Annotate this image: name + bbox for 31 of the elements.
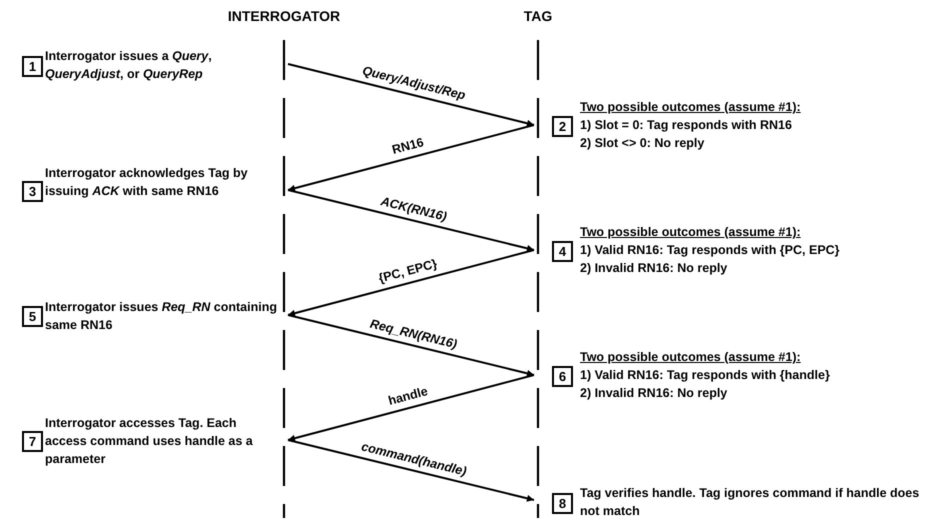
step-number: 4 xyxy=(552,241,573,262)
step-number: 1 xyxy=(22,56,43,77)
message-arrow xyxy=(288,124,534,192)
step-description: Interrogator issues Req_RN containing same RN16 xyxy=(45,299,277,334)
step-description: 1) Valid RN16: Tag responds with {handle} xyxy=(580,367,830,384)
step-description: 2) Invalid RN16: No reply xyxy=(580,385,728,402)
step-number: 6 xyxy=(552,366,573,387)
step-description: Interrogator accesses Tag. Each access command uses handle as a parameter xyxy=(45,415,254,468)
outcomes-heading: Two possible outcomes (assume #1): xyxy=(580,224,801,241)
message-arrow xyxy=(288,314,534,377)
step-description: 2) Slot <> 0: No reply xyxy=(580,135,704,152)
step-description: 1) Valid RN16: Tag responds with {PC, EPC} xyxy=(580,242,840,259)
step-number: 8 xyxy=(552,493,573,514)
step-number: 3 xyxy=(22,181,43,202)
step-number: 5 xyxy=(22,306,43,327)
step-description: Tag verifies handle. Tag ignores command if handle does not match xyxy=(580,485,920,520)
message-arrow xyxy=(288,249,534,317)
message-arrow xyxy=(288,189,534,252)
step-description: 2) Invalid RN16: No reply xyxy=(580,260,728,277)
step-number: 2 xyxy=(552,116,573,137)
step-description: 1) Slot = 0: Tag responds with RN16 xyxy=(580,117,792,134)
lifeline-header: TAG xyxy=(524,8,552,24)
lifeline-header: INTERROGATOR xyxy=(228,8,340,24)
message-arrow xyxy=(288,63,534,127)
outcomes-heading: Two possible outcomes (assume #1): xyxy=(580,99,801,116)
step-description: Interrogator issues a Query, QueryAdjust, or QueryRep xyxy=(45,48,213,83)
message-arrow xyxy=(288,439,534,502)
step-description: Interrogator acknowledges Tag by issuing ACK with same RN16 xyxy=(45,165,249,200)
outcomes-heading: Two possible outcomes (assume #1): xyxy=(580,349,801,366)
message-arrow xyxy=(288,374,534,442)
step-number: 7 xyxy=(22,431,43,452)
